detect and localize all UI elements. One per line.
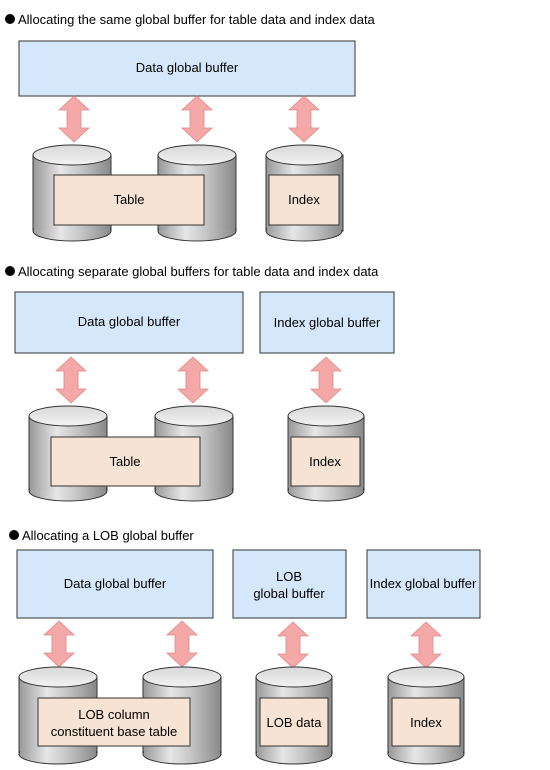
double-arrow-icon bbox=[177, 356, 209, 404]
index-label: Index bbox=[309, 454, 341, 469]
double-arrow-icon bbox=[288, 95, 320, 143]
index-global-buffer bbox=[366, 549, 481, 619]
double-arrow-icon bbox=[166, 620, 198, 668]
lob-global-buffer bbox=[232, 549, 347, 619]
table-label: Table bbox=[113, 192, 144, 207]
lob-column-base-table-box bbox=[37, 697, 191, 747]
table-box bbox=[50, 436, 201, 487]
data-global-buffer-label: Data global buffer bbox=[78, 314, 181, 329]
section-2-heading: Allocating separate global buffers for t… bbox=[18, 264, 379, 279]
lob-global-buffer-label-line2: global buffer bbox=[253, 586, 325, 601]
index-box bbox=[268, 174, 340, 226]
data-global-buffer-label: Data global buffer bbox=[64, 576, 167, 591]
table-box bbox=[53, 174, 205, 226]
data-global-buffer bbox=[18, 40, 356, 97]
bullet-icon bbox=[9, 530, 19, 540]
data-global-buffer-label: Data global buffer bbox=[136, 60, 239, 75]
double-arrow-icon bbox=[181, 95, 213, 143]
index-global-buffer-label: Index global buffer bbox=[370, 576, 477, 591]
double-arrow-icon bbox=[277, 621, 309, 669]
index-box bbox=[391, 697, 461, 747]
section-3-heading: Allocating a LOB global buffer bbox=[22, 528, 194, 543]
bullet-icon bbox=[5, 266, 15, 276]
index-global-buffer-label: Index global buffer bbox=[274, 315, 381, 330]
double-arrow-icon bbox=[43, 620, 75, 668]
lob-column-label-line2: constituent base table bbox=[51, 724, 177, 739]
data-global-buffer bbox=[16, 549, 214, 619]
index-global-buffer bbox=[259, 291, 395, 354]
index-label: Index bbox=[410, 715, 442, 730]
section-1-heading: Allocating the same global buffer for ta… bbox=[18, 12, 376, 27]
double-arrow-icon bbox=[410, 621, 442, 669]
section-3: Allocating a LOB global buffer Data glob… bbox=[9, 528, 481, 765]
index-box bbox=[290, 436, 361, 487]
lob-data-box bbox=[259, 697, 329, 747]
lob-global-buffer-label-line1: LOB bbox=[276, 569, 302, 584]
double-arrow-icon bbox=[310, 356, 342, 404]
lob-data-label: LOB data bbox=[267, 715, 323, 730]
data-global-buffer bbox=[14, 291, 244, 354]
bullet-icon bbox=[5, 14, 15, 24]
double-arrow-icon bbox=[58, 95, 90, 143]
lob-column-label-line1: LOB column bbox=[78, 707, 150, 722]
table-label: Table bbox=[109, 454, 140, 469]
index-label: Index bbox=[288, 192, 320, 207]
section-2: Allocating separate global buffers for t… bbox=[5, 264, 395, 502]
section-1: Allocating the same global buffer for ta… bbox=[5, 12, 376, 242]
double-arrow-icon bbox=[55, 356, 87, 404]
